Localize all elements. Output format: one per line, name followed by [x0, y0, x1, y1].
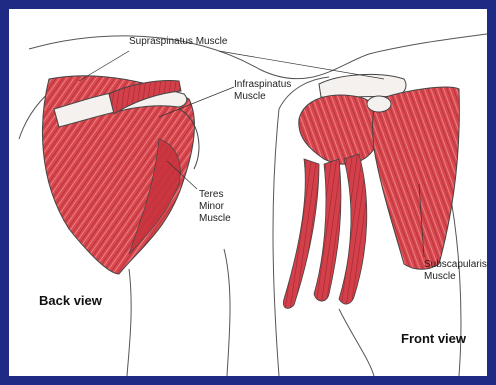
illustration-canvas: Supraspinatus Muscle Infraspinatus Muscl…: [9, 9, 487, 376]
shoulder-illustration: [9, 9, 487, 376]
subscapularis-label-line1: Subscapularis: [424, 259, 487, 271]
supraspinatus-leader-front: [219, 51, 384, 79]
teres-minor-label-line3: Muscle: [199, 213, 231, 225]
infraspinatus-label-line1: Infraspinatus: [234, 79, 291, 91]
front-view-caption: Front view: [401, 331, 466, 346]
back-view-caption: Back view: [39, 293, 102, 308]
supraspinatus-label: Supraspinatus Muscle: [129, 36, 227, 48]
back-view-scapula: [42, 76, 199, 274]
subscapularis-label-line2: Muscle: [424, 271, 456, 283]
infraspinatus-label-line2: Muscle: [234, 91, 266, 103]
teres-minor-label-line2: Minor: [199, 201, 224, 213]
teres-minor-label-line1: Teres: [199, 189, 223, 201]
